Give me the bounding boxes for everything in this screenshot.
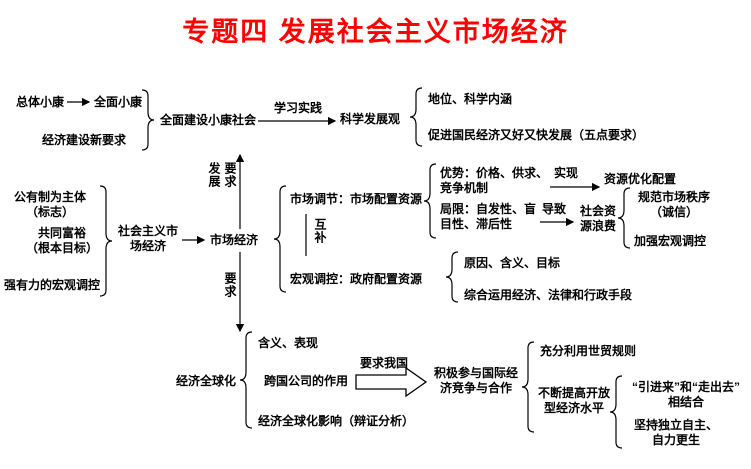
label-complement: 互补 xyxy=(313,218,327,244)
node-wto-rules: 充分利用世贸规则 xyxy=(540,344,637,358)
brace-participate-icon xyxy=(521,341,535,433)
brace-outlook-icon xyxy=(409,87,423,147)
brace-xiaokang-icon xyxy=(141,89,155,151)
node-build-society: 全面建设小康社会 xyxy=(160,113,257,127)
node-regulate-market-order: 规范市场秩序 （诚信） xyxy=(637,190,710,219)
label-development-requirement: 发展 要求 xyxy=(207,162,237,188)
node-limitations: 局限：自发性、盲 目性、滞后性 xyxy=(440,202,537,231)
node-reasons-meaning-goal: 原因、含义、目标 xyxy=(464,256,561,270)
node-multinational-role: 跨国公司的作用 xyxy=(264,374,349,388)
label-cause: 导致 xyxy=(542,202,567,216)
label-require-us: 要求我国 xyxy=(360,356,409,370)
node-advantages: 优势：价格、供求、 竞争机制 xyxy=(440,166,549,195)
node-strengthen-macro-control: 加强宏观调控 xyxy=(634,234,707,248)
node-outlook-status: 地位、科学内涵 xyxy=(428,92,513,106)
node-macro-regulation: 宏观调控：政府配置资源 xyxy=(290,272,423,286)
node-resource-optimization: 资源优化配置 xyxy=(604,172,677,186)
node-strong-macro-control: 强有力的宏观调控 xyxy=(4,278,101,292)
brace-waste-remedies-icon xyxy=(617,187,631,249)
node-comprehensive-xiaokang: 全面小康 xyxy=(94,95,143,109)
node-market-regulation: 市场调节：市场配置资源 xyxy=(290,192,423,206)
node-socialist-market-economy: 社会主义市 场经济 xyxy=(117,224,178,253)
brace-market-icon xyxy=(273,185,287,293)
block-arrow-require-us-icon xyxy=(355,366,428,398)
node-scientific-outlook: 科学发展观 xyxy=(340,112,401,126)
brace-open-economy-icon xyxy=(609,375,623,449)
node-resource-waste: 社会资 源浪费 xyxy=(579,204,616,233)
brace-globalization-icon xyxy=(239,331,253,429)
node-participate: 积极参与国际经 济竞争与合作 xyxy=(433,366,518,395)
node-open-economy: 不断提高开放 型经济水平 xyxy=(537,386,610,415)
node-comprehensive-means: 综合运用经济、法律和行政手段 xyxy=(464,288,633,302)
brace-regulation-items-icon xyxy=(423,163,437,239)
node-outlook-promote: 促进国民经济又好又快发展（五点要求） xyxy=(428,128,645,142)
diagram-title: 专题四 发展社会主义市场经济 xyxy=(182,17,569,47)
node-independence: 坚持独立自主、 自力更生 xyxy=(633,418,718,447)
node-meaning-manifestation: 含义、表现 xyxy=(258,336,319,350)
node-globalization-influence: 经济全球化影响（辩证分析） xyxy=(258,414,415,428)
node-common-prosperity: 共同富裕 （根本目标） xyxy=(25,226,98,255)
brace-socialist-icon xyxy=(99,185,113,297)
node-economic-globalization: 经济全球化 xyxy=(176,374,237,388)
label-study-practice: 学习实践 xyxy=(274,101,323,115)
node-new-requirements: 经济建设新要求 xyxy=(42,133,127,147)
node-public-ownership: 公有制为主体 （标志） xyxy=(13,190,86,219)
node-overall-xiaokang: 总体小康 xyxy=(16,95,65,109)
label-requirement-down: 要求 xyxy=(223,272,237,298)
node-market-economy: 市场经济 xyxy=(210,233,259,247)
brace-macro-items-icon xyxy=(445,251,459,303)
label-realize: 实现 xyxy=(554,166,579,180)
node-bring-in-go-out: “引进来”和“走出去” 相结合 xyxy=(631,380,740,409)
